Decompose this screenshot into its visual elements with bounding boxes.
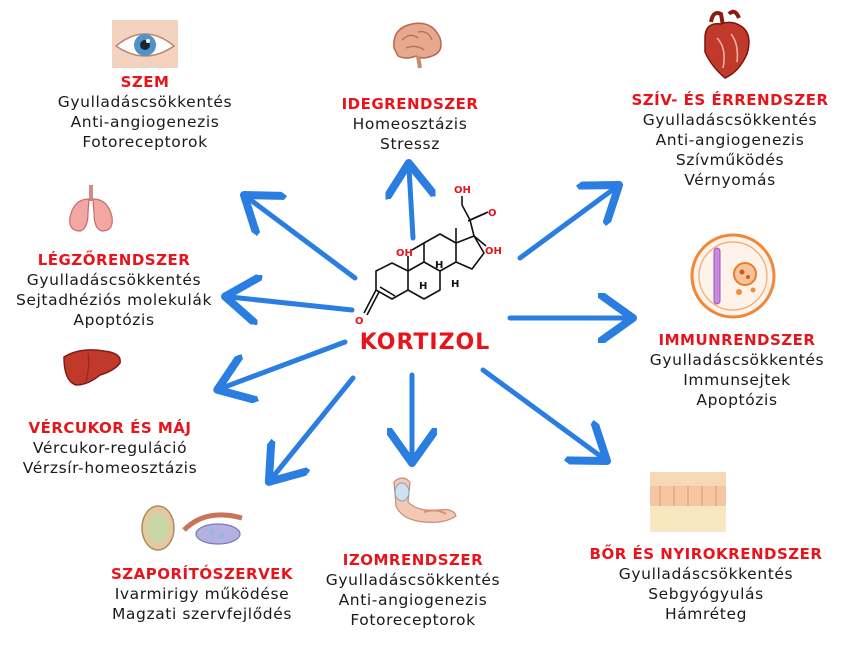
bone-marrow-icon — [690, 233, 776, 319]
arrow-to-legzo — [230, 297, 355, 310]
heart-icon — [704, 9, 750, 79]
group-bor: BŐR ÉS NYIROKRENDSZER Gyulladáscsökkenté… — [585, 544, 827, 624]
line: Homeosztázis — [352, 115, 468, 133]
group-ideg: IDEGRENDSZER Homeosztázis Stressz — [330, 94, 490, 154]
arrow-to-ideg — [409, 168, 413, 241]
atom-o-ketone-side: O — [488, 208, 497, 219]
title-szapor: SZAPORÍTÓSZERVEK — [110, 565, 294, 583]
title-ver: VÉRCUKOR ÉS MÁJ — [28, 419, 192, 437]
line: Fotoreceptorok — [82, 133, 208, 151]
group-szapor: SZAPORÍTÓSZERVEK Ivarmirigy működése Mag… — [96, 564, 308, 624]
brain-icon — [393, 22, 442, 69]
arm-muscle-icon — [393, 477, 457, 523]
atom-oh-top: OH — [454, 185, 471, 196]
atom-o-c3: O — [355, 316, 364, 327]
line: Szívműködés — [675, 151, 785, 169]
arrow-to-sziv — [517, 188, 615, 261]
lungs-icon — [69, 185, 113, 232]
arrow-to-szapor — [272, 375, 356, 478]
title-sziv: SZÍV- ÉS ÉRRENDSZER — [631, 91, 829, 109]
title-legzo: LÉGZŐRENDSZER — [37, 251, 191, 269]
group-sziv: SZÍV- ÉS ÉRRENDSZER Gyulladáscsökkentés … — [620, 90, 840, 190]
group-szem: SZEM Gyulladáscsökkentés Anti-angiogenez… — [40, 72, 250, 152]
line: Immunsejtek — [683, 371, 791, 389]
line: Anti-angiogenezis — [70, 113, 220, 131]
line: Stressz — [380, 135, 440, 153]
line: Gyulladáscsökkentés — [57, 93, 233, 111]
atom-oh-c17: OH — [485, 246, 502, 257]
line: Gyulladáscsökkentés — [642, 111, 818, 129]
group-izom: IZOMRENDSZER Gyulladáscsökkentés Anti-an… — [308, 550, 518, 630]
line: Anti-angiogenezis — [338, 591, 488, 609]
title-immun: IMMUNRENDSZER — [658, 331, 816, 349]
center-label: KORTIZOL — [359, 330, 491, 355]
skin-layer-icon — [650, 472, 726, 532]
line: Fotoreceptorok — [350, 611, 476, 629]
title-izom: IZOMRENDSZER — [342, 551, 484, 569]
line: Apoptózis — [73, 311, 155, 329]
line: Gyulladáscsökkentés — [618, 565, 794, 583]
atom-h-3: H — [451, 279, 459, 290]
line: Vérnyomás — [684, 171, 776, 189]
line: Sejtadhéziós molekulák — [15, 291, 213, 309]
liver-icon — [63, 349, 121, 386]
line: Magzati szervfejlődés — [111, 605, 293, 623]
line: Ivarmirigy működése — [114, 585, 290, 603]
line: Vércukor-reguláció — [32, 439, 188, 457]
atom-h-1: H — [419, 281, 427, 292]
title-ideg: IDEGRENDSZER — [341, 95, 479, 113]
line: Gyulladáscsökkentés — [325, 571, 501, 589]
line: Sebgyógyulás — [648, 585, 764, 603]
arrow-to-bor — [480, 367, 603, 458]
line: Gyulladáscsökkentés — [649, 351, 825, 369]
line: Apoptózis — [696, 391, 778, 409]
group-ver: VÉRCUKOR ÉS MÁJ Vércukor-reguláció Vérzs… — [0, 418, 220, 478]
atom-h-2: H — [435, 260, 443, 271]
line: Hámréteg — [664, 605, 748, 623]
line: Gyulladáscsökkentés — [26, 271, 202, 289]
line: Vérzsír-homeosztázis — [22, 459, 198, 477]
arrow-to-ver — [222, 339, 348, 388]
line: Anti-angiogenezis — [655, 131, 805, 149]
atom-oh-c11: OH — [396, 248, 413, 259]
group-immun: IMMUNRENDSZER Gyulladáscsökkentés Immuns… — [632, 330, 842, 410]
group-legzo: LÉGZŐRENDSZER Gyulladáscsökkentés Sejtad… — [0, 250, 228, 330]
reproductive-organs-icon — [141, 505, 243, 551]
eye-icon — [112, 20, 178, 68]
title-bor: BŐR ÉS NYIROKRENDSZER — [589, 545, 823, 563]
arrow-to-szem — [248, 198, 358, 281]
title-szem: SZEM — [120, 73, 170, 91]
